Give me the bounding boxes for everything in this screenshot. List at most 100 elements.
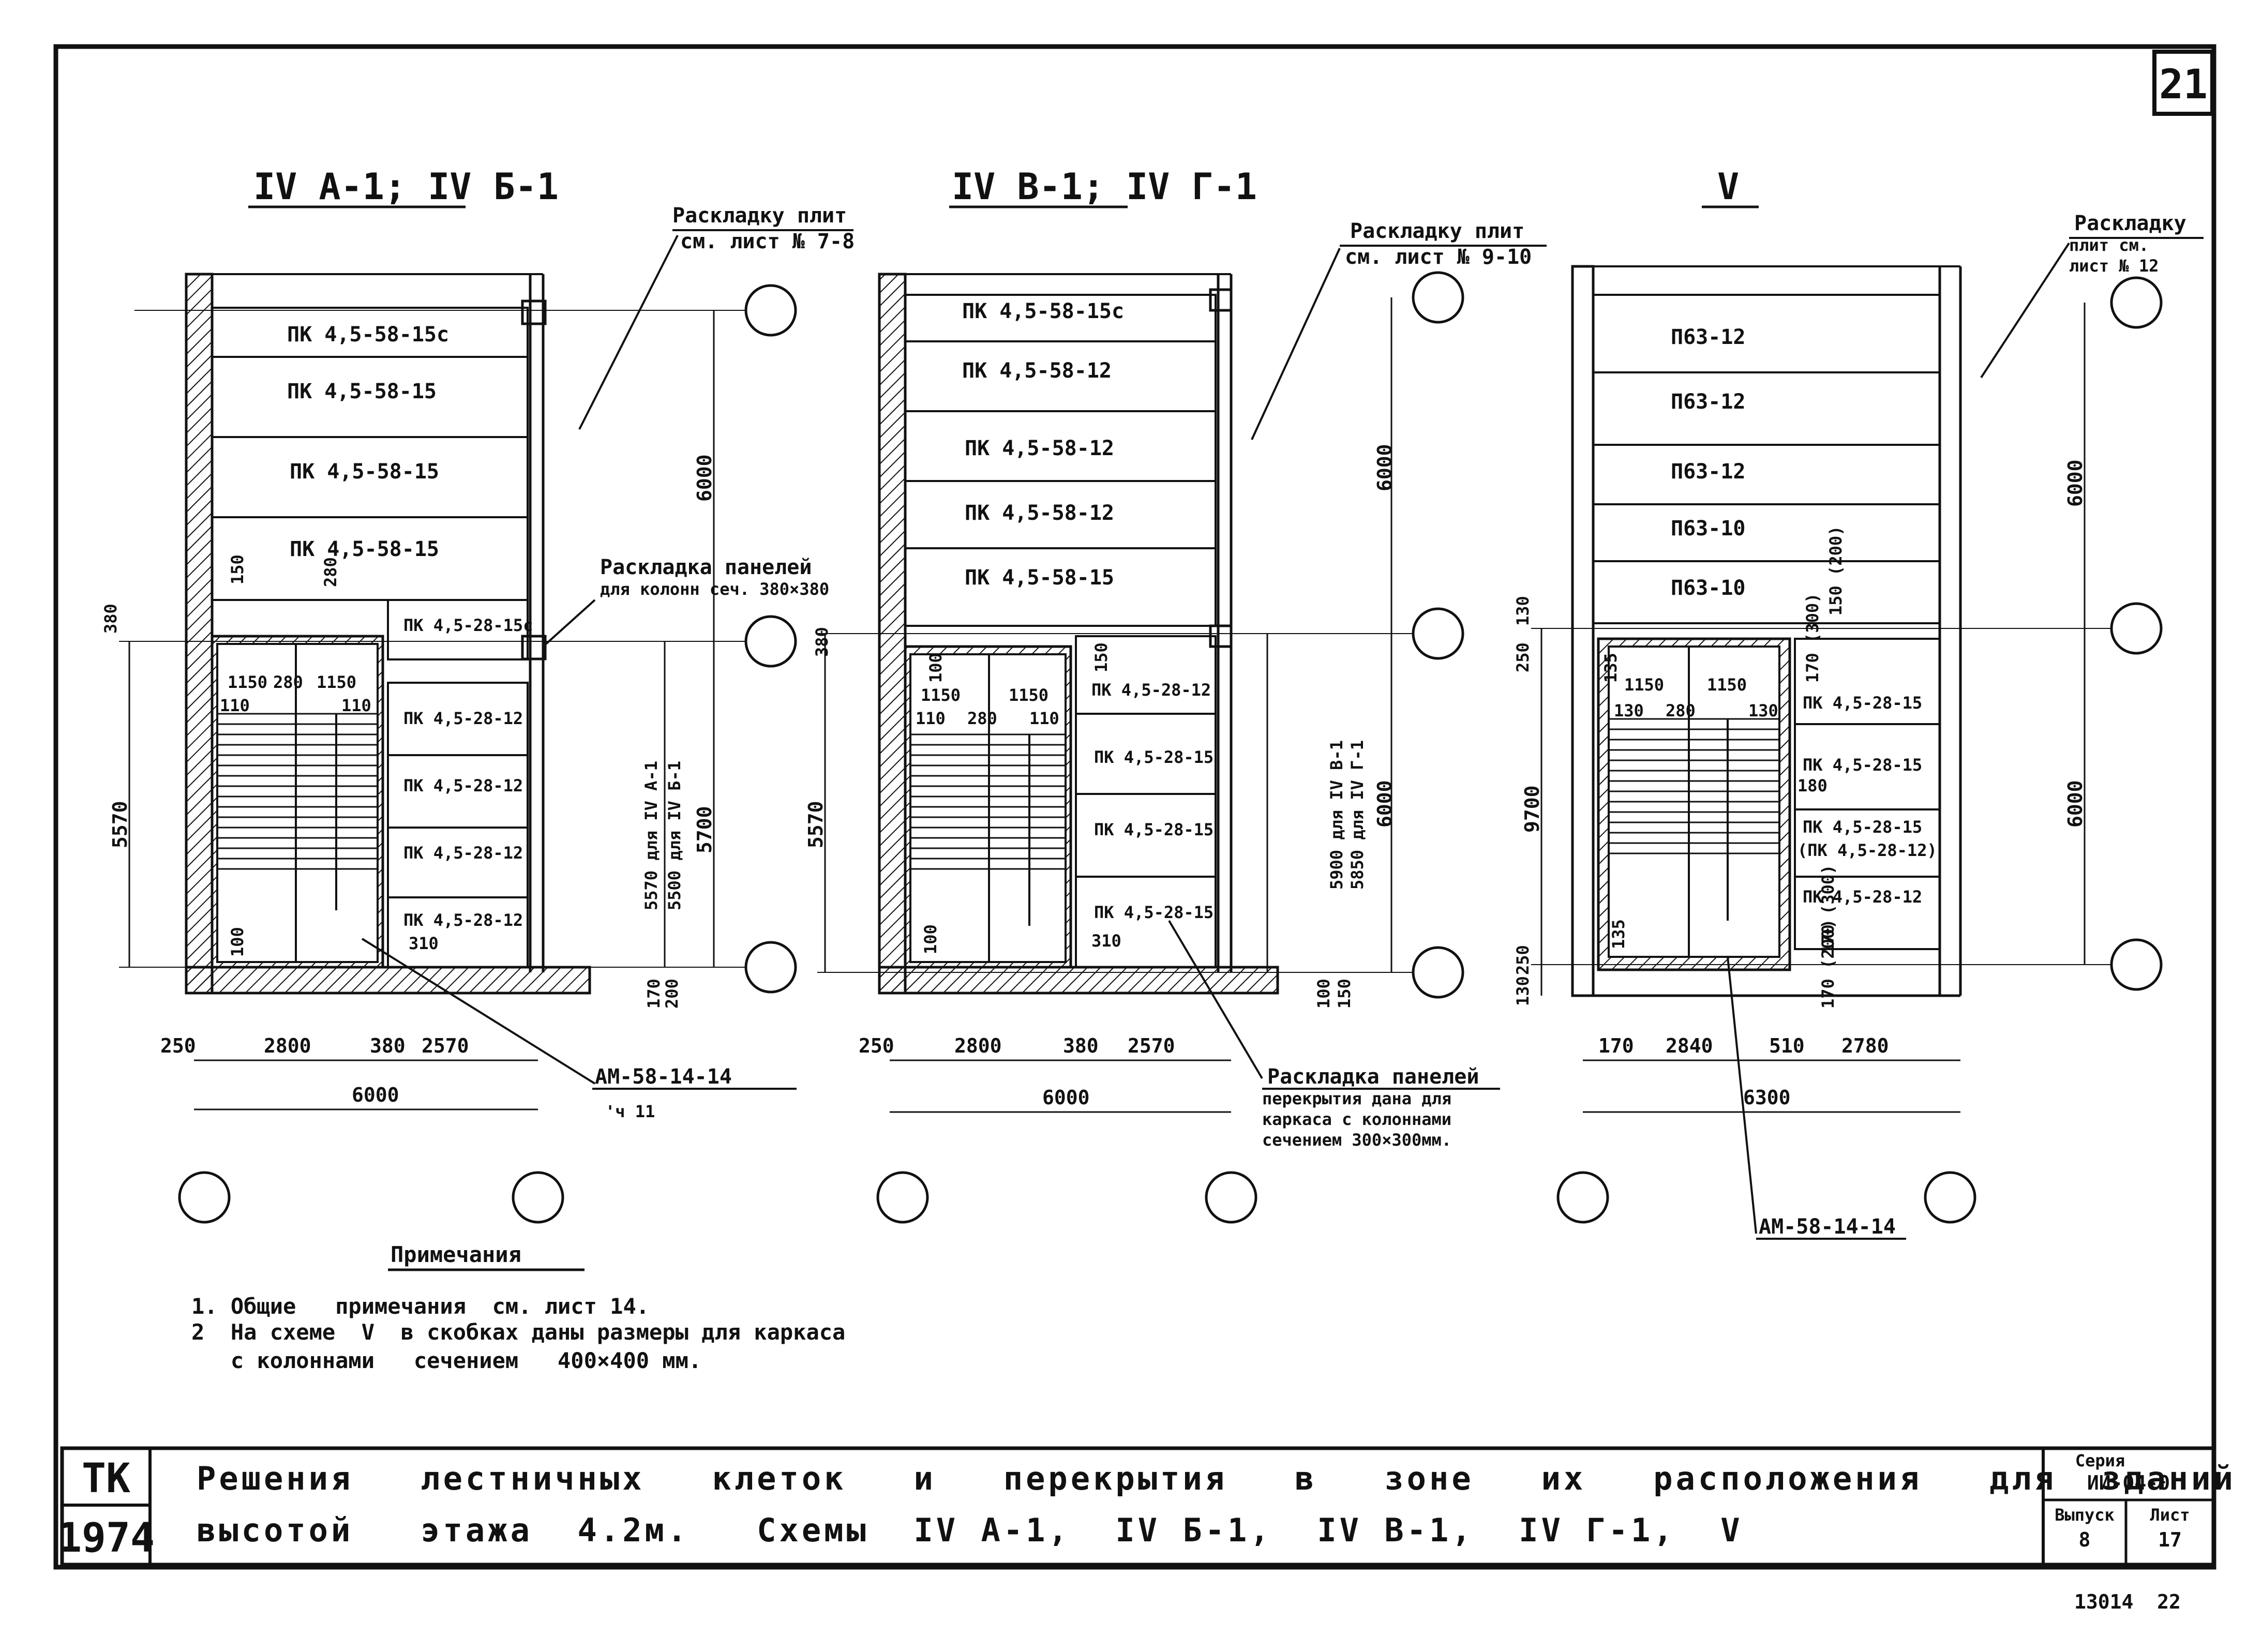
dim-label: 100 [926, 653, 946, 683]
flight-mark: АМ-58-14-14 [595, 1065, 732, 1089]
issue-label: Выпуск [2055, 1505, 2115, 1525]
dim-label: 5500 для IV Б-1 [665, 761, 684, 910]
dim-label: 6000 [1373, 444, 1396, 491]
left-wall [1571, 265, 1595, 997]
slab-label: ПК 4,5-58-15 [290, 537, 439, 561]
slab-label: ПК 4,5-58-15с [287, 323, 449, 347]
plate-layout-note-line2: см. лист № 9-10 [1345, 245, 1532, 269]
dim-label: 170 (300) [1803, 593, 1822, 683]
scheme-iv-a1-iv-b1: IV А-1; IV Б-1 Раскладку плит см. лист №… [101, 166, 855, 1224]
dim-label: 170 [1598, 1034, 1634, 1057]
slab-label: ПК 4,5-58-15с [962, 299, 1124, 323]
slab-label: ПК 4,5-58-12 [962, 359, 1112, 383]
dim-label: 280 [967, 709, 997, 728]
dim-label: 110 [220, 696, 250, 715]
panel-note-line3: каркаса с колоннами [1262, 1109, 1451, 1129]
column-note-line2: для колонн сеч. 380×380 [600, 579, 829, 599]
axis-marker [2110, 602, 2163, 655]
slab-label: ПК 4,5-28-15 [1803, 693, 1922, 713]
title-block-year: 1974 [57, 1515, 155, 1561]
axis-marker [744, 615, 797, 668]
panel-note-line2: перекрытия дана для [1262, 1089, 1451, 1108]
slab-label: ПК 4,5-58-12 [965, 437, 1114, 460]
dim-label: 150 [1335, 979, 1354, 1009]
dim-label: 1150 [1707, 675, 1747, 695]
series-value: ИИ-04-0 [2087, 1471, 2170, 1494]
dim-label: 280 [321, 557, 340, 587]
title-block: ТК 1974 Решения лестничных клеток и пере… [57, 1446, 2262, 1567]
dim-label: 250 [160, 1034, 196, 1057]
dim-label: 150 [228, 554, 247, 584]
dim-label: 510 [1769, 1034, 1805, 1057]
leader-line [578, 235, 679, 430]
dim-label: 2840 [1666, 1034, 1713, 1057]
axis-marker [1412, 607, 1464, 660]
stair-treads [217, 713, 378, 870]
slab-label: П63-12 [1671, 460, 1746, 484]
dim-label: 5570 [109, 801, 131, 848]
slab [1592, 371, 1941, 446]
axis-marker [1412, 271, 1464, 324]
column [521, 299, 547, 325]
slab-label: ПК 4,5-28-15 [1094, 747, 1214, 767]
slab [387, 599, 529, 660]
dim-label: 280 [1666, 701, 1696, 720]
slab-label: ПК 4,5-58-15 [287, 380, 437, 403]
dim-label: 100 [921, 924, 940, 954]
dim-label: 170 [644, 979, 664, 1009]
dim-label: 2800 [954, 1034, 1002, 1057]
scheme-v: V Раскладку плит см. лист № 12 П63-12 П6… [1513, 166, 2204, 1240]
dim-label: 200 [662, 979, 682, 1009]
slab [1592, 503, 1941, 562]
dim-label: 6000 [352, 1084, 399, 1106]
dim-label: 135 [1601, 653, 1621, 683]
dim-label: 6000 [2064, 780, 2087, 828]
dim-label: 5850 для IV Г-1 [1347, 740, 1367, 890]
sheet-frame [53, 44, 2216, 1570]
leader-line [1251, 248, 1341, 440]
dim-label: 170 (300) [1818, 865, 1838, 954]
slab [904, 547, 1217, 627]
dim-label: 150 (200) [1826, 526, 1846, 615]
column [521, 635, 547, 660]
dim-label: 2780 [1841, 1034, 1889, 1057]
title-block-org: ТК [82, 1455, 130, 1502]
axis-marker [876, 1171, 929, 1224]
axis-marker [1412, 946, 1464, 999]
axis-marker [2110, 938, 2163, 991]
note-item: 1. Общие примечания см. лист 14. [191, 1294, 649, 1319]
dim-label: 130 [1748, 701, 1778, 720]
bottom-wall [878, 966, 1279, 995]
dim-label: 110 [341, 696, 371, 715]
slab-label: ПК 4,5-58-12 [965, 501, 1114, 525]
slab-label: П63-12 [1671, 390, 1746, 414]
slab-label: ПК 4,5-28-15 [1094, 903, 1214, 922]
slab-label: ПК 4,5-28-15 [1094, 820, 1214, 839]
dim-label: 380 [101, 604, 121, 634]
slab-label: ПК 4,5-28-15 [1803, 817, 1922, 837]
axis-marker [1205, 1171, 1257, 1224]
dim-label: 250 [1513, 642, 1533, 672]
leader-line [361, 938, 596, 1085]
dim-label: 380 [812, 627, 832, 657]
dim-label: 1150 [1624, 675, 1664, 695]
title-block-title-line1: Решения лестничных клеток и перекрытия в… [197, 1460, 2262, 1497]
panel-note-line1: Раскладка панелей [1267, 1065, 1479, 1089]
dim-label: 6000 [693, 454, 716, 502]
axis-marker [1924, 1171, 1976, 1224]
column-note-line1: Раскладка панелей [600, 555, 812, 579]
dim-label: 110 [1029, 709, 1059, 728]
axis-marker [744, 284, 797, 337]
slab [1075, 876, 1217, 968]
scheme-title: IV А-1; IV Б-1 [253, 166, 559, 208]
slab-label: ПК 4,5-28-12 [403, 910, 523, 930]
dim-label: 130 [1614, 701, 1644, 720]
dim-label: 2570 [1128, 1034, 1175, 1057]
axis-marker [512, 1171, 564, 1224]
dim-label: 5570 [804, 801, 827, 848]
sheet-value: 17 [2158, 1528, 2182, 1551]
stray-mark: 'ч 11 [605, 1102, 655, 1121]
slab-label: П63-10 [1671, 517, 1746, 540]
dim-label: 170 (200) [1818, 919, 1838, 1009]
